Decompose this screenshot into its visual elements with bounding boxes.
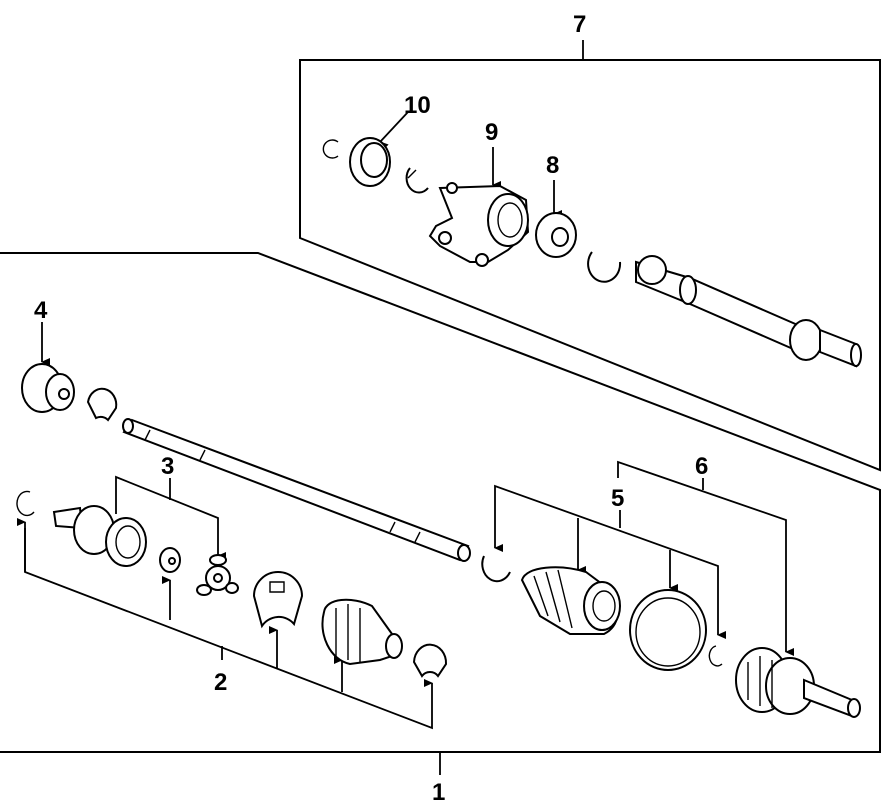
bearing-8: [535, 212, 577, 258]
outer-snap-ring: [481, 555, 511, 583]
callout-6: 6: [695, 453, 708, 480]
outer-boot: [520, 566, 621, 635]
intermediate-shaft: [635, 255, 862, 368]
inner-boot: [321, 598, 403, 666]
small-circlip: [708, 645, 723, 667]
outer-cv-joint: [735, 647, 861, 718]
axle-shaft: [122, 418, 471, 562]
upper-retaining-ring: [587, 251, 622, 283]
bearing-seal-10: [349, 137, 391, 187]
small-band-clamp: [412, 643, 448, 678]
upper-assembly-frame: [299, 59, 881, 472]
callout-9: 9: [485, 119, 498, 146]
lower-circlip: [16, 490, 35, 517]
upper-snap-ring: [405, 167, 429, 194]
outer-band-clamp: [629, 589, 707, 671]
intermediate-bracket-9: [428, 182, 530, 267]
inner-cv-joint: [52, 505, 147, 567]
upper-circlip: [322, 139, 339, 159]
large-band-clamp: [252, 571, 304, 629]
leader-lines: [17, 40, 794, 775]
lower-band-clamp: [86, 387, 118, 422]
inner-joint-housing-4: [21, 363, 75, 413]
lower-washer: [159, 547, 181, 573]
callout-8: 8: [546, 152, 559, 179]
callout-5: 5: [611, 485, 624, 512]
tripod-spider: [196, 554, 239, 596]
callout-3: 3: [161, 453, 174, 480]
callout-10: 10: [404, 92, 431, 119]
callout-4: 4: [34, 297, 48, 324]
callout-7: 7: [573, 11, 586, 38]
lower-assembly-frame: [0, 252, 881, 753]
callout-2: 2: [214, 669, 227, 696]
callout-1: 1: [432, 779, 445, 806]
